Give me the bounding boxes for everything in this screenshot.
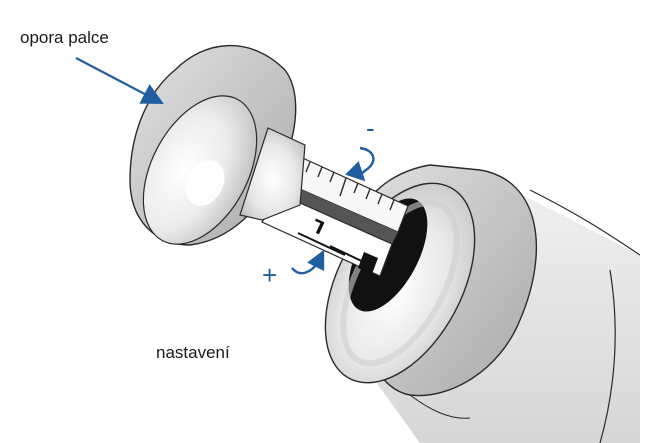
thumb-rest-label: opora palce (20, 28, 109, 47)
dose-scale-barrel: L (261, 154, 409, 277)
setting-label: nastavení (156, 343, 230, 362)
thumb-rest-cap (129, 44, 306, 246)
thumb-rest-pointer-arrow (75, 57, 164, 105)
plus-sign: + (262, 260, 278, 290)
minus-sign: - (366, 113, 375, 143)
rotate-plus-arrow-icon (291, 249, 325, 275)
rotate-minus-arrow-icon (345, 146, 375, 182)
